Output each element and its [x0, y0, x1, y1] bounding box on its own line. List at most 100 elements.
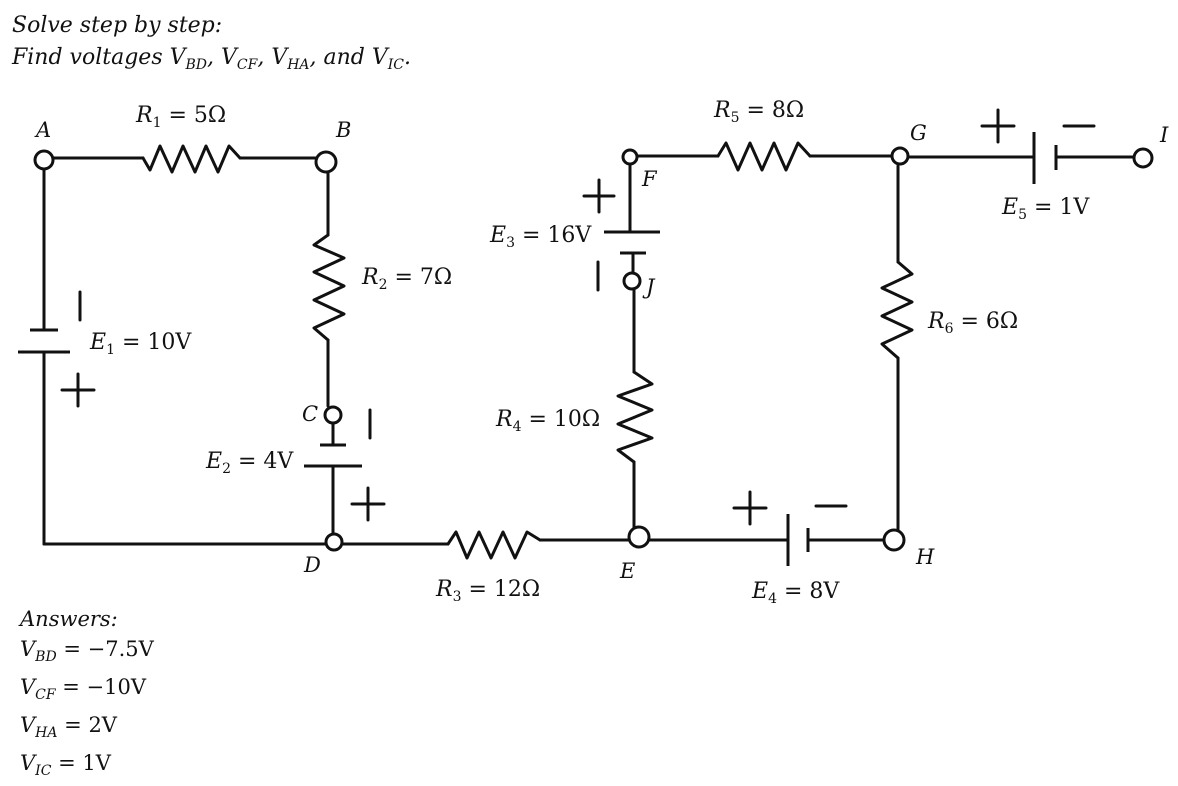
r1-value: = 5Ω: [162, 103, 227, 128]
e3-value: = 16V: [515, 223, 592, 248]
wires: [42, 154, 1136, 546]
label-e4: E4 = 8V: [751, 579, 840, 607]
r2-value: = 7Ω: [388, 265, 453, 290]
e1-sym: E: [89, 330, 106, 355]
resistor-r4: [616, 370, 654, 464]
node-g: [890, 146, 910, 166]
e4-sub: 4: [768, 591, 777, 607]
node-a: [33, 149, 55, 171]
r1-sym: R: [135, 103, 153, 128]
e5-sym: E: [1001, 195, 1018, 220]
e4-value: = 8V: [777, 579, 840, 604]
answer-sym: V: [20, 751, 36, 775]
label-node-g: G: [910, 121, 927, 145]
label-node-i: I: [1159, 123, 1169, 147]
label-node-d: D: [303, 553, 321, 577]
problem-line-2-end: .: [404, 45, 412, 70]
answer-sub: IC: [35, 763, 52, 779]
label-r4: R4 = 10Ω: [495, 407, 600, 435]
answer-row-vha: VHA = 2V: [20, 710, 154, 748]
e2-sub: 2: [222, 461, 231, 477]
problem-line-2-prefix: Find voltages V: [12, 45, 186, 70]
node-d: [324, 532, 344, 552]
r3-sym: R: [435, 577, 453, 602]
answer-sub: CF: [35, 687, 56, 703]
resistor-r1: [141, 144, 242, 174]
node-j: [622, 271, 642, 291]
r5-sym: R: [713, 98, 731, 123]
comma: , V: [207, 45, 237, 70]
resistor-r3: [446, 530, 542, 560]
answer-row-vbd: VBD = −7.5V: [20, 634, 154, 672]
resistor-r2: [312, 233, 346, 342]
answer-sym: V: [20, 675, 36, 699]
r5-sub: 5: [731, 110, 740, 126]
label-r3: R3 = 12Ω: [435, 577, 540, 605]
circuit-diagram: Solve step by step: Find voltages VBD, V…: [12, 13, 1169, 779]
problem-line-1: Solve step by step:: [12, 13, 223, 38]
answers-block: Answers: VBD = −7.5V VCF = −10V VHA = 2V…: [20, 604, 154, 786]
label-r6: R6 = 6Ω: [927, 309, 1018, 337]
node-b: [314, 150, 338, 174]
e3-sub: 3: [506, 235, 515, 251]
e2-sym: E: [205, 449, 222, 474]
r2-sub: 2: [379, 277, 388, 293]
node-i: [1132, 147, 1154, 169]
vic-sub: IC: [387, 57, 405, 73]
battery-e5: [980, 108, 1096, 184]
r6-value: = 6Ω: [954, 309, 1019, 334]
label-node-j: J: [642, 275, 656, 299]
r2-sym: R: [361, 265, 379, 290]
problem-line-2: Find voltages VBD, VCF, VHA, and VIC.: [12, 42, 411, 81]
r5-value: = 8Ω: [740, 98, 805, 123]
battery-e2: [304, 408, 386, 522]
node-h: [882, 528, 906, 552]
answer-row-vic: VIC = 1V: [20, 748, 154, 786]
label-node-f: F: [641, 167, 658, 191]
r3-value: = 12Ω: [462, 577, 541, 602]
e3-sym: E: [489, 223, 506, 248]
answer-value: = −10V: [55, 675, 147, 699]
node-f: [621, 148, 639, 166]
problem-line-2-suffix: , and V: [309, 45, 388, 70]
label-node-h: H: [915, 545, 935, 569]
vcf-sub: CF: [236, 57, 258, 73]
answer-sym: V: [20, 713, 36, 737]
battery-e4: [732, 490, 848, 566]
node-c: [323, 405, 343, 425]
r4-value: = 10Ω: [522, 407, 601, 432]
battery-e1: [18, 290, 96, 408]
vbd-sub: BD: [185, 57, 208, 73]
r6-sym: R: [927, 309, 945, 334]
answer-value: = 1V: [51, 751, 111, 775]
r4-sym: R: [495, 407, 513, 432]
label-r5: R5 = 8Ω: [713, 98, 804, 126]
answer-row-vcf: VCF = −10V: [20, 672, 154, 710]
e1-value: = 10V: [115, 330, 192, 355]
e4-sym: E: [751, 579, 768, 604]
answer-sub: HA: [35, 725, 58, 741]
r6-sub: 6: [945, 321, 954, 337]
node-e: [627, 525, 651, 549]
label-e1: E1 = 10V: [89, 330, 192, 358]
label-e5: E5 = 1V: [1001, 195, 1090, 223]
vha-sub: HA: [287, 57, 310, 73]
resistor-r6: [880, 260, 914, 360]
r1-sub: 1: [153, 115, 162, 131]
answer-sym: V: [20, 637, 36, 661]
label-node-c: C: [302, 402, 318, 426]
r3-sub: 3: [453, 589, 462, 605]
e5-sub: 5: [1018, 207, 1027, 223]
e5-value: = 1V: [1027, 195, 1090, 220]
label-node-a: A: [34, 118, 51, 142]
e1-sub: 1: [106, 342, 115, 358]
label-r2: R2 = 7Ω: [361, 265, 452, 293]
circuit-schematic: A B C D E F G H I J R1 = 5Ω R2 = 7Ω R3 =…: [18, 98, 1169, 607]
label-e3: E3 = 16V: [489, 223, 592, 251]
label-r1: R1 = 5Ω: [135, 103, 226, 131]
answers-title: Answers:: [20, 607, 118, 631]
answer-value: = 2V: [57, 713, 117, 737]
label-e2: E2 = 4V: [205, 449, 294, 477]
comma: , V: [257, 45, 288, 70]
resistor-r5: [716, 141, 812, 172]
